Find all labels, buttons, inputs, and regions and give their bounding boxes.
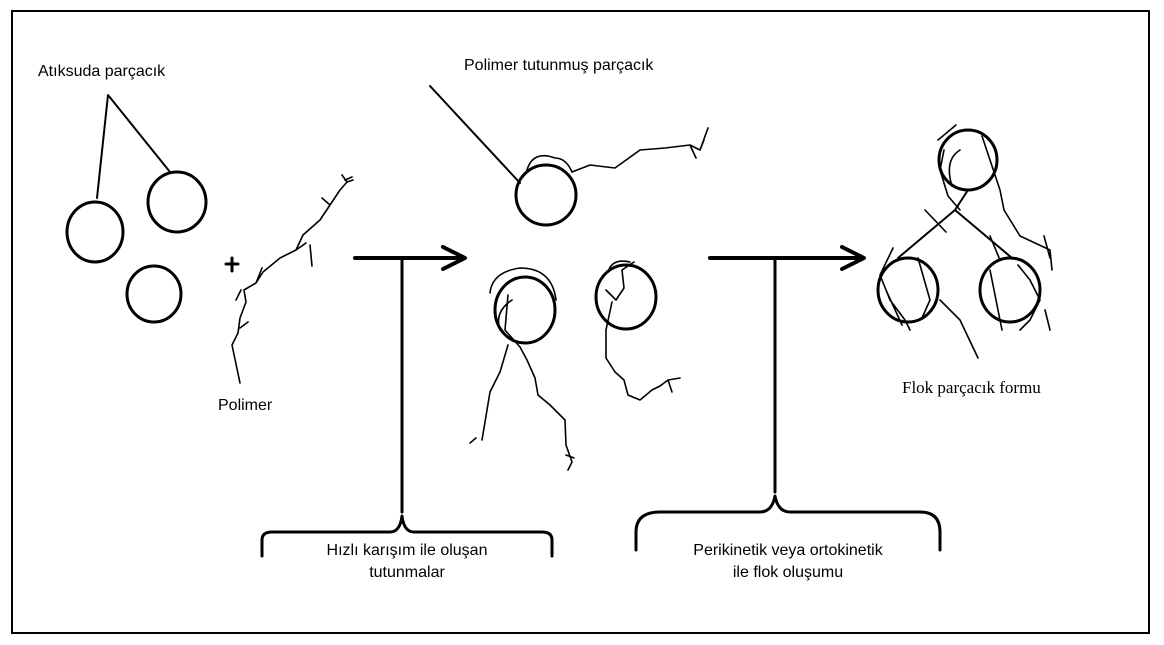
arrow-floc-formation (636, 247, 940, 550)
particle-circle (516, 165, 576, 225)
label-polymer-attached-particle: Polimer tutunmuş parçacık (464, 57, 653, 75)
floc-particle-cluster (878, 125, 1052, 358)
arrow-rapid-mixing (262, 247, 552, 556)
label-floc-particle-form: Flok parçacık formu (902, 378, 1041, 398)
plus-sign-icon (226, 258, 238, 271)
particle-leader-line (430, 86, 520, 183)
particle-circle (878, 258, 938, 322)
label-rapid-mixing-line1: Hızlı karışım ile oluşan (262, 540, 552, 562)
polymer-attached-particles (430, 86, 708, 470)
particle-circle (939, 130, 997, 190)
label-floc-formation: Perikinetik veya ortokinetik ile flok ol… (636, 540, 940, 584)
particle-circle (596, 265, 656, 329)
particle-circle (127, 266, 181, 322)
label-polymer: Polimer (218, 397, 272, 415)
particle-circle (495, 277, 555, 343)
label-rapid-mixing-line2: tutunmalar (262, 562, 552, 584)
particle-leader-line (97, 95, 170, 198)
label-floc-formation-line1: Perikinetik veya ortokinetik (636, 540, 940, 562)
wastewater-particles (67, 95, 206, 322)
label-particle-in-wastewater: Atıksuda parçacık (38, 63, 165, 81)
particle-circle (148, 172, 206, 232)
particle-circle (980, 258, 1040, 322)
polymer-chain (232, 175, 353, 383)
label-floc-formation-line2: ile flok oluşumu (636, 562, 940, 584)
particle-circle (67, 202, 123, 262)
label-rapid-mixing-attachments: Hızlı karışım ile oluşan tutunmalar (262, 540, 552, 584)
